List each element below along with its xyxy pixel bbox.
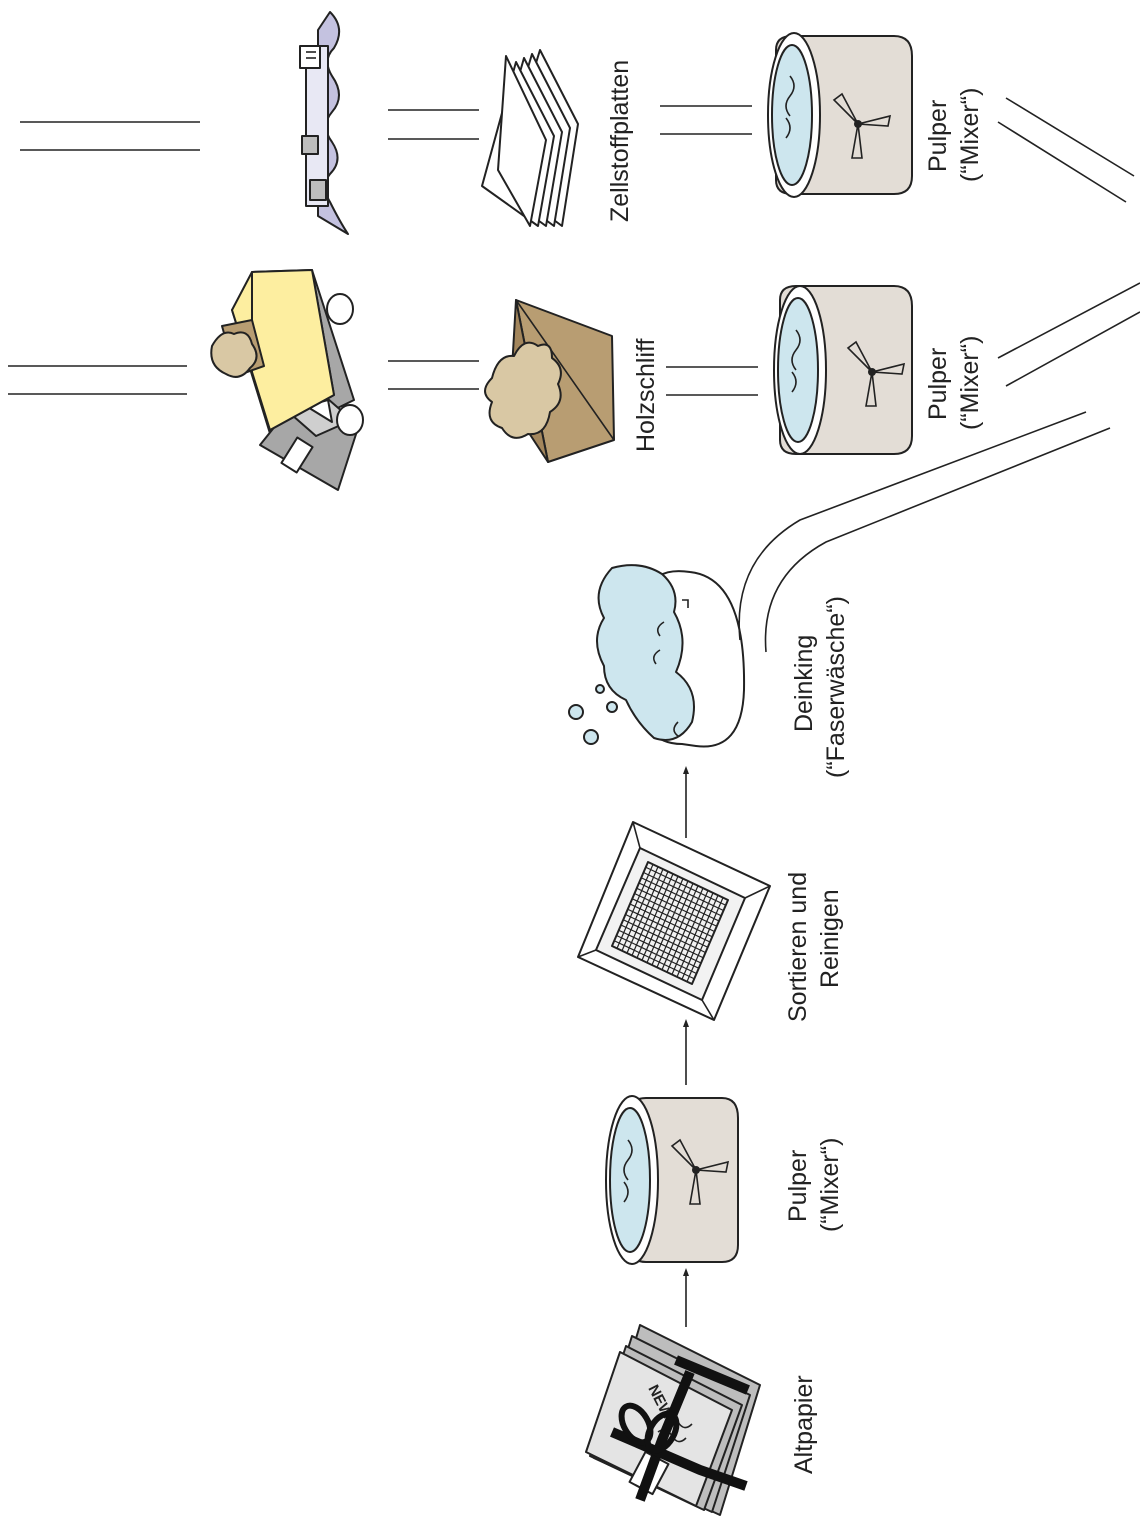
sieve-icon	[578, 822, 770, 1020]
label-pulper-a-line1: Pulper	[784, 1150, 812, 1222]
wood-pulp-box-icon	[485, 300, 614, 462]
truck-icon	[211, 270, 363, 490]
connector-left-edge-to-truck	[8, 366, 187, 394]
connector-holzschliff-to-pulper	[666, 367, 758, 395]
arrow-pulper-to-sortieren	[683, 1019, 689, 1085]
connector-ship-to-zellstoff	[388, 110, 479, 139]
label-pulper-b-line2: (“Mixer“)	[956, 336, 984, 430]
label-holzschliff: Holzschliff	[632, 338, 660, 452]
deinking-tub-icon	[569, 565, 744, 746]
label-pulper-b-line1: Pulper	[924, 348, 952, 420]
label-altpapier: Altpapier	[790, 1375, 818, 1474]
connector-pulper-b-to-edge	[998, 283, 1140, 386]
label-deinking-line1: Deinking	[790, 635, 818, 732]
label-zellstoffplatten: Zellstoffplatten	[606, 60, 634, 222]
pulper-icon	[606, 1096, 738, 1264]
newspaper-bundle-icon: NEWS	[586, 1325, 760, 1515]
label-pulper-a-line2: (“Mixer“)	[816, 1138, 844, 1232]
arrow-sortieren-to-deinking	[683, 766, 689, 838]
pulp-sheets-icon	[482, 50, 578, 226]
label-deinking-line2: (“Faserwäsche“)	[822, 596, 850, 778]
connector-left-edge-to-ship	[20, 122, 200, 150]
connector-truck-to-holzschliff	[388, 361, 479, 389]
pulper-icon	[774, 286, 912, 454]
connector-pulper-c-to-edge	[998, 98, 1134, 202]
label-pulper-c-line2: (“Mixer“)	[956, 88, 984, 182]
pulper-icon	[768, 33, 912, 197]
label-pulper-c-line1: Pulper	[924, 100, 952, 172]
connector-zellstoff-to-pulper	[660, 106, 752, 134]
cargo-ship-icon	[300, 12, 348, 234]
label-sortieren-line1: Sortieren und	[784, 872, 812, 1022]
arrow-altpapier-to-pulper	[683, 1268, 689, 1327]
label-sortieren-line2: Reinigen	[816, 889, 844, 988]
